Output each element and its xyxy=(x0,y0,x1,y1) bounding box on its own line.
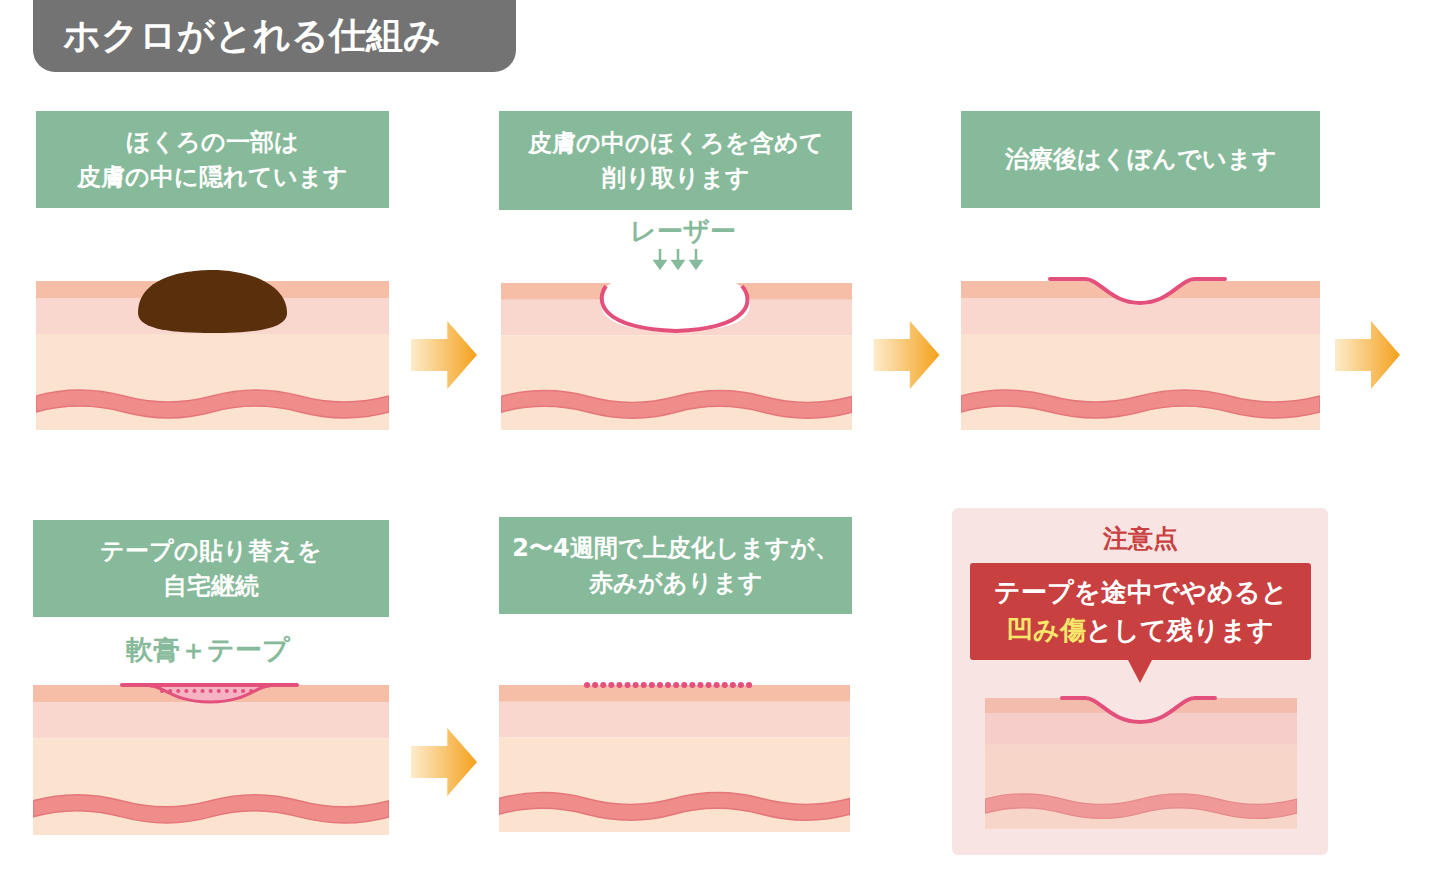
warning-box: テープを途中でやめると 凹み傷として残ります xyxy=(970,563,1311,660)
skin-section xyxy=(961,281,1320,430)
node-text: 注意点 xyxy=(1103,522,1178,555)
step-box: 2〜4週間で上皮化しますが、 赤みがあります xyxy=(499,517,852,614)
step-arrow xyxy=(411,728,477,796)
step-box: テープの貼り替えを 自宅継続 xyxy=(33,520,389,617)
laser-arrow-head xyxy=(673,261,683,268)
ointment-dots xyxy=(162,689,258,693)
arrow-shape xyxy=(411,321,477,389)
removed-area xyxy=(600,272,750,331)
diagram-title: ホクロがとれる仕組み xyxy=(33,0,516,72)
caution-panel: 注意点テープを途中でやめると 凹み傷として残ります xyxy=(952,508,1328,855)
laser-arrow-head xyxy=(691,261,701,268)
node-text: 2〜4週間で上皮化しますが、 赤みがあります xyxy=(512,531,838,601)
depression xyxy=(1085,281,1195,305)
annotation-label: 軟膏＋テープ xyxy=(98,632,318,668)
mole xyxy=(138,270,287,333)
step-box: 皮膚の中のほくろを含めて 削り取ります xyxy=(499,111,852,210)
node-text: テープを途中でやめると 凹み傷として残ります xyxy=(994,574,1288,649)
arrow-shape xyxy=(874,321,940,389)
arrow-shape xyxy=(411,728,477,796)
step-arrow xyxy=(411,321,477,389)
step-box: ほくろの一部は 皮膚の中に隠れています xyxy=(36,111,389,208)
skin-section xyxy=(501,283,852,430)
laser-arrow xyxy=(677,249,680,262)
node-text: 治療後はくぼんでいます xyxy=(1005,142,1277,177)
skin-section xyxy=(33,685,389,835)
tape xyxy=(122,683,297,687)
node-text: テープの貼り替えを 自宅継続 xyxy=(100,534,322,604)
step-arrow xyxy=(874,321,940,389)
wound-outline xyxy=(602,286,748,331)
step-box: 治療後はくぼんでいます xyxy=(961,111,1320,208)
laser-arrow xyxy=(695,249,698,262)
ointment xyxy=(150,686,270,702)
node-text: ほくろの一部は 皮膚の中に隠れています xyxy=(77,125,348,195)
node-text: 皮膚の中のほくろを含めて 削り取ります xyxy=(528,126,824,196)
laser-arrow-head xyxy=(655,261,665,268)
depression-line xyxy=(150,686,270,702)
epithelium-dots xyxy=(587,682,757,688)
skin-section xyxy=(499,685,850,832)
next-step-arrow xyxy=(1335,321,1400,389)
skin-section xyxy=(36,281,389,430)
laser-arrow xyxy=(659,249,662,262)
laser-arrows xyxy=(655,249,701,268)
depression-line xyxy=(1050,279,1225,303)
annotation-label: レーザー xyxy=(603,214,763,249)
